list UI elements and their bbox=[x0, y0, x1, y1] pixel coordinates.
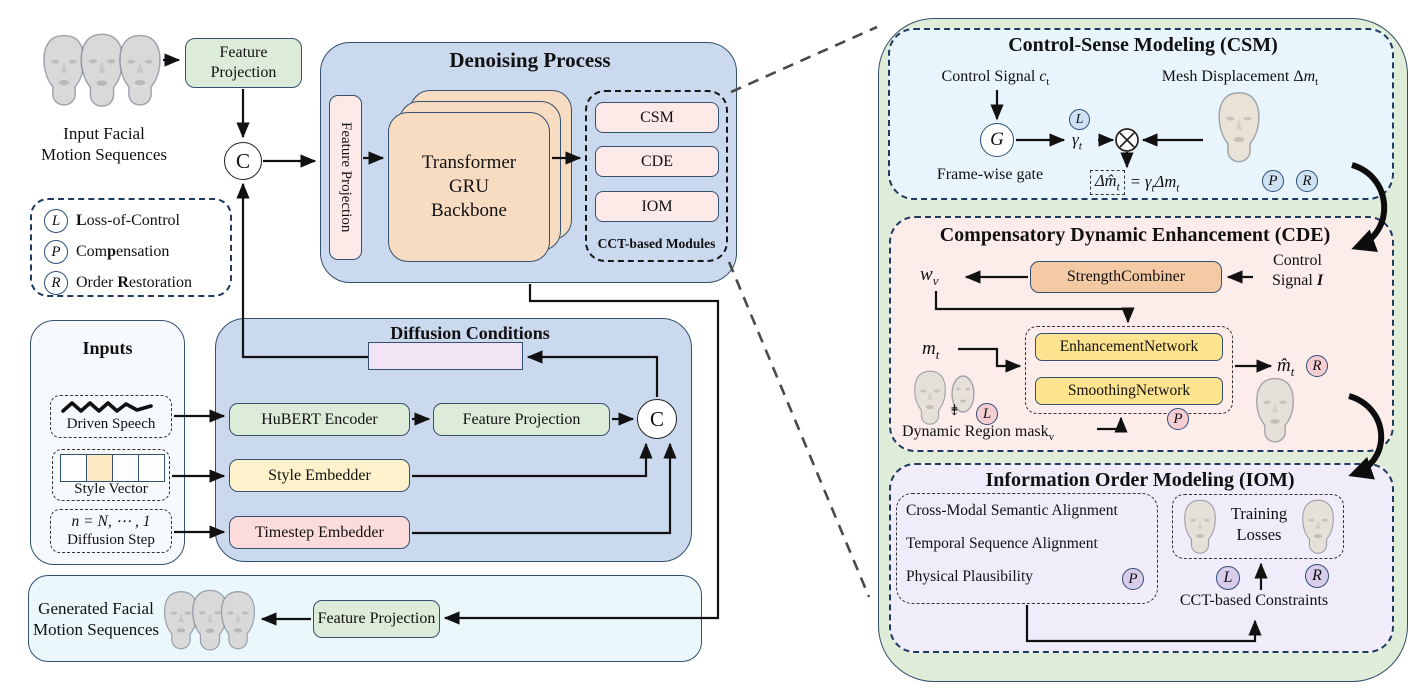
concat-node-main: C bbox=[224, 142, 262, 180]
csm-formula-lhs: Δm̂t bbox=[1090, 170, 1125, 196]
legend-badge-L: L bbox=[44, 209, 68, 233]
wv-label: wv bbox=[920, 264, 939, 288]
zoom-connector-lines bbox=[727, 25, 878, 598]
legend-item-compensation: P Compensation bbox=[44, 240, 169, 264]
inputs-title: Inputs bbox=[82, 338, 133, 358]
training-losses-box: Training Losses bbox=[1172, 494, 1344, 559]
csm-title: Control-Sense Modeling (CSM) bbox=[1008, 34, 1278, 56]
module-csm-box: CSM bbox=[595, 102, 719, 133]
input-face-sequence bbox=[43, 33, 161, 108]
training-losses-label: Training Losses bbox=[1230, 504, 1288, 544]
legend-item-order: R Order Restoration bbox=[44, 271, 192, 295]
cde-control-signal-label: Control Signal I bbox=[1271, 252, 1324, 289]
timestep-embedder-box: Timestep Embedder bbox=[229, 516, 410, 549]
mt-label: mt bbox=[922, 338, 940, 362]
driven-speech-label: Driven Speech bbox=[66, 416, 156, 432]
diffusion-step-formula: n = N, ⋯ , 1 bbox=[71, 513, 151, 530]
waveform-icon bbox=[61, 401, 153, 413]
csm-formula: Δm̂t = γtΔmt bbox=[1090, 170, 1179, 196]
csm-badge-R: R bbox=[1296, 170, 1318, 192]
style-vector-cells bbox=[60, 454, 165, 482]
iom-badge-R: R bbox=[1305, 564, 1329, 588]
mhat-label: m̂t bbox=[1277, 355, 1295, 379]
cde-badge-L: L bbox=[976, 403, 998, 425]
strength-combiner-box: StrengthCombiner bbox=[1030, 261, 1222, 293]
feature-projection-output-box: Feature Projection bbox=[313, 600, 440, 638]
enhancement-network-box: EnhancementNetwork bbox=[1035, 333, 1223, 361]
cde-face-mask bbox=[951, 375, 975, 413]
diffusion-step-box: n = N, ⋯ , 1 Diffusion Step bbox=[50, 509, 172, 553]
cde-face-full bbox=[914, 370, 946, 425]
cct-modules-box bbox=[585, 90, 728, 262]
csm-control-signal-label: Control Signal ct bbox=[941, 68, 1050, 89]
networks-container bbox=[1025, 326, 1233, 414]
iom-item-physical: Physical Plausibility bbox=[906, 568, 1034, 585]
cct-modules-caption: CCT-based Modules bbox=[597, 236, 716, 251]
csm-badge-L: L bbox=[1069, 109, 1090, 130]
iom-badge-P: P bbox=[1122, 568, 1144, 590]
iom-constraint-list-box: Cross-Modal Semantic Alignment Temporal … bbox=[896, 493, 1158, 604]
denoising-title: Denoising Process bbox=[449, 48, 611, 72]
style-vector-label: Style Vector bbox=[74, 481, 148, 497]
inputs-panel bbox=[30, 320, 185, 565]
iom-face-left bbox=[1184, 499, 1216, 554]
iom-title: Information Order Modeling (IOM) bbox=[985, 469, 1295, 491]
iom-badge-L: L bbox=[1216, 566, 1240, 590]
style-vector-box: Style Vector bbox=[52, 449, 170, 501]
cde-title: Compensatory Dynamic Enhancement (CDE) bbox=[939, 224, 1331, 246]
diffusion-step-label: Diffusion Step bbox=[67, 532, 155, 549]
cct-constraints-label: CCT-based Constraints bbox=[1179, 592, 1329, 609]
gate-node: G bbox=[980, 123, 1014, 157]
cde-badge-R: R bbox=[1306, 355, 1328, 377]
iom-item-cross-modal: Cross-Modal Semantic Alignment bbox=[906, 502, 1118, 519]
module-iom-box: IOM bbox=[595, 191, 719, 222]
concat-node-conditions: C bbox=[637, 399, 677, 439]
style-embedder-box: Style Embedder bbox=[229, 459, 410, 492]
cde-badge-P: P bbox=[1167, 408, 1189, 430]
legend-badge-P: P bbox=[44, 240, 68, 264]
backbone-box: Transformer GRU Backbone bbox=[388, 112, 550, 262]
diffusion-title: Diffusion Conditions bbox=[390, 323, 550, 343]
feature-projection-audio-box: Feature Projection bbox=[433, 403, 610, 436]
dynamic-region-mask-label: Dynamic Region maskv bbox=[902, 423, 1055, 444]
smoothing-network-box: SmoothingNetwork bbox=[1035, 377, 1223, 405]
feature-projection-input-box: Feature Projection bbox=[185, 38, 302, 88]
iom-item-temporal: Temporal Sequence Alignment bbox=[906, 535, 1098, 552]
generated-label: Generated Facial Motion Sequences bbox=[32, 599, 160, 640]
legend-badge-R: R bbox=[44, 271, 68, 295]
feature-projection-denoise-box: Feature Projection bbox=[329, 95, 362, 260]
driven-speech-box: Driven Speech bbox=[50, 395, 172, 438]
condition-embedding-bar bbox=[368, 342, 523, 370]
csm-mesh-displacement-label: Mesh Displacement Δmt bbox=[1161, 68, 1319, 89]
cde-face-output bbox=[1255, 377, 1295, 443]
frame-wise-gate-label: Frame-wise gate bbox=[936, 166, 1044, 183]
legend-box: L Loss-of-Control P Compensation R Order… bbox=[30, 198, 232, 297]
gamma-label: γt bbox=[1072, 130, 1082, 153]
generated-face-sequence bbox=[163, 589, 256, 651]
csm-face bbox=[1218, 92, 1260, 163]
legend-item-loss: L Loss-of-Control bbox=[44, 209, 180, 233]
input-sequence-label: Input Facial Motion Sequences bbox=[40, 124, 168, 165]
module-cde-box: CDE bbox=[595, 146, 719, 177]
csm-badge-P: P bbox=[1262, 170, 1284, 192]
hubert-encoder-box: HuBERT Encoder bbox=[229, 403, 410, 436]
downward-mark: ⇟ bbox=[948, 403, 961, 419]
iom-face-right bbox=[1302, 499, 1334, 554]
